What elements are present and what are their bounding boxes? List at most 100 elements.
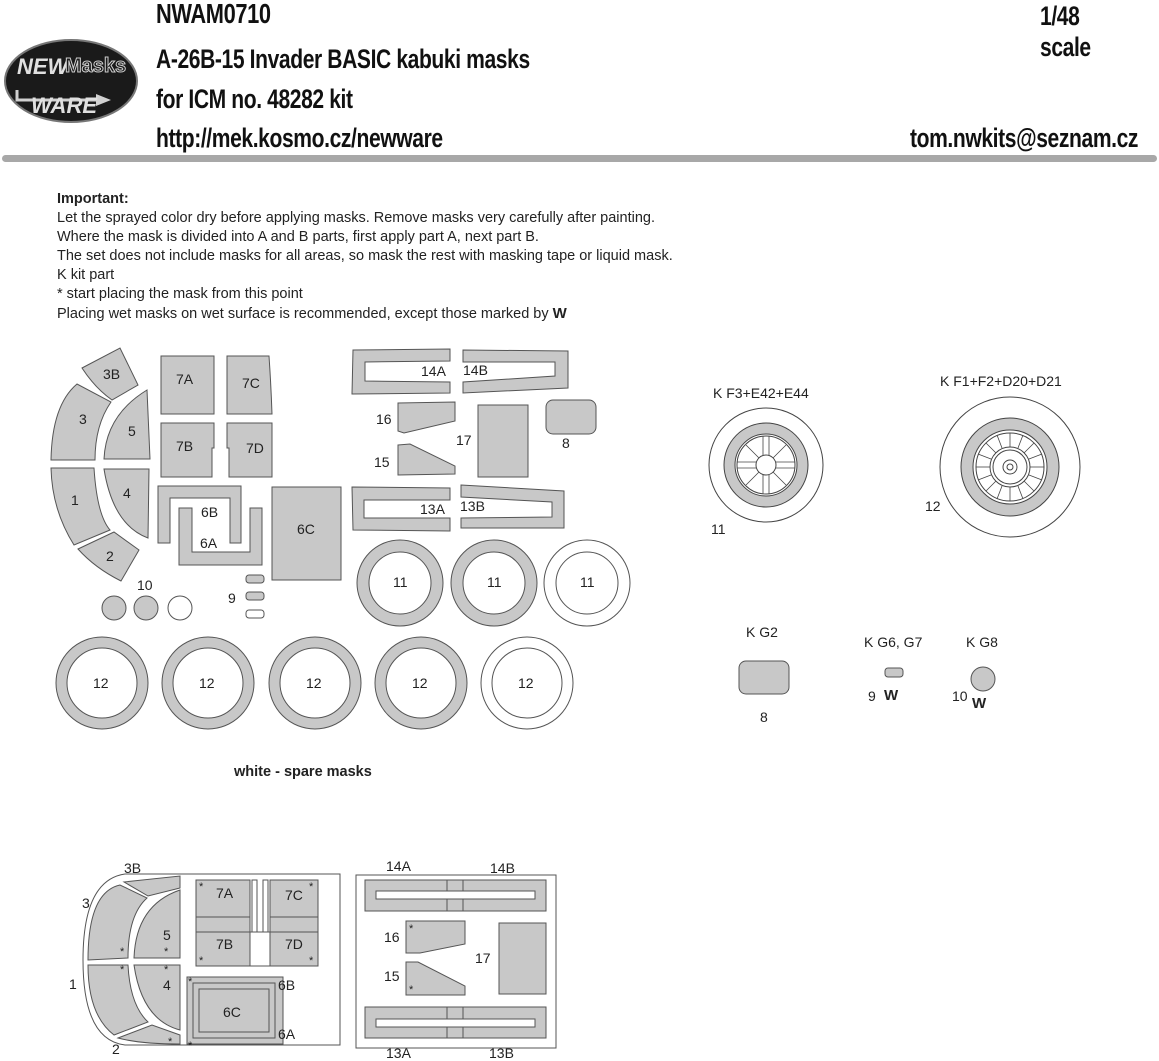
start-point-star: * xyxy=(188,1040,193,1052)
label-11: 11 xyxy=(580,574,595,590)
wet-mark-icon: W xyxy=(552,305,567,322)
label-7d: 7D xyxy=(246,440,264,456)
label-12: 12 xyxy=(518,675,534,691)
wet-mark-icon: W xyxy=(972,695,986,712)
label-9: 9 xyxy=(228,590,236,606)
start-point-star: * xyxy=(309,955,314,967)
label-17: 17 xyxy=(456,432,472,448)
place-label-3: 3 xyxy=(82,895,90,911)
kit-g8-mask xyxy=(970,666,996,692)
place-label-17: 17 xyxy=(475,950,491,966)
wheel-11-diagram xyxy=(708,407,824,523)
place-label-13b: 13B xyxy=(489,1045,514,1061)
mask-4 xyxy=(103,468,150,539)
mask-9-spare xyxy=(245,609,265,619)
place-label-6a: 6A xyxy=(278,1026,296,1042)
label-13a: 13A xyxy=(420,501,445,517)
instruction-line: Placing wet masks on wet surface is reco… xyxy=(57,304,673,324)
place-label-4: 4 xyxy=(163,977,171,993)
label-10: 10 xyxy=(137,577,153,593)
mask-10 xyxy=(101,595,127,621)
mask-6a xyxy=(178,507,263,566)
label-14a: 14A xyxy=(421,363,446,379)
label-12: 12 xyxy=(199,675,215,691)
instruction-line: Where the mask is divided into A and B p… xyxy=(57,229,539,245)
place-label-7b: 7B xyxy=(216,936,234,952)
label-6a: 6A xyxy=(200,535,218,551)
mask-15 xyxy=(397,443,456,476)
label-14b: 14B xyxy=(463,362,488,378)
label-6c: 6C xyxy=(297,521,315,537)
place-label-2: 2 xyxy=(112,1041,120,1057)
label-7a: 7A xyxy=(176,371,194,387)
mask-14b xyxy=(462,349,569,394)
label-7c: 7C xyxy=(242,375,260,391)
label-16: 16 xyxy=(376,411,392,427)
g2-number: 8 xyxy=(760,709,768,725)
kit-g2-mask xyxy=(738,660,790,695)
place-label-14a: 14A xyxy=(386,858,411,874)
start-point-star: * xyxy=(188,976,193,988)
mask-2 xyxy=(77,531,140,582)
start-point-star: * xyxy=(199,955,204,967)
email-link[interactable]: tom.nwkits@seznam.cz xyxy=(910,123,1139,153)
mask-7c xyxy=(226,355,273,415)
instruction-line: The set does not include masks for all a… xyxy=(57,248,673,264)
instruction-text: Placing wet masks on wet surface is reco… xyxy=(57,306,553,322)
kit-ref-wheel-12: K F1+F2+D20+D21 xyxy=(940,373,1062,389)
mask-9 xyxy=(245,574,265,584)
placement-canopy-diagram xyxy=(82,873,341,1046)
label-7b: 7B xyxy=(176,438,194,454)
place-label-6c: 6C xyxy=(223,1004,241,1020)
place-label-3b: 3B xyxy=(124,860,142,876)
mask-6c xyxy=(271,486,342,581)
mask-7b xyxy=(160,422,215,478)
kit-info: for ICM no. 48282 kit xyxy=(156,84,353,114)
g6-g7-number: 9 xyxy=(868,688,876,704)
scale-label: 1/48 scale xyxy=(1040,1,1091,62)
mask-10-spare xyxy=(167,595,193,621)
start-point-star: * xyxy=(120,964,125,976)
website-link[interactable]: http://mek.kosmo.cz/newware xyxy=(156,123,443,153)
mask-14a xyxy=(351,348,451,395)
mask-5 xyxy=(103,389,151,460)
place-label-14b: 14B xyxy=(490,860,515,876)
wheel-11-number: 11 xyxy=(711,521,726,537)
spare-masks-note: white - spare masks xyxy=(234,764,372,780)
mask-6b xyxy=(157,485,242,544)
mask-10 xyxy=(133,595,159,621)
kit-ref-g6-g7: K G6, G7 xyxy=(864,634,923,650)
kit-ref-g2: K G2 xyxy=(746,624,778,640)
placement-windows-diagram xyxy=(355,874,557,1049)
place-label-7a: 7A xyxy=(216,885,234,901)
mask-3b xyxy=(81,347,139,401)
kit-ref-g8: K G8 xyxy=(966,634,998,650)
mask-17 xyxy=(477,404,529,478)
label-6b: 6B xyxy=(201,504,219,520)
place-label-6b: 6B xyxy=(278,977,296,993)
start-point-star: * xyxy=(309,881,314,893)
kit-g6g7-mask xyxy=(884,667,904,678)
instruction-line: Let the sprayed color dry before applyin… xyxy=(57,210,655,226)
logo-masks: Masks xyxy=(64,55,127,78)
instruction-line: K kit part xyxy=(57,267,115,283)
mask-8 xyxy=(545,399,597,435)
header-divider xyxy=(2,155,1157,162)
product-title: A-26B-15 Invader BASIC kabuki masks xyxy=(156,44,530,74)
mask-1 xyxy=(50,467,111,546)
label-11: 11 xyxy=(487,574,502,590)
start-point-star: * xyxy=(168,1036,173,1048)
label-4: 4 xyxy=(123,485,131,501)
instruction-line: * start placing the mask from this point xyxy=(57,286,303,302)
start-point-star: * xyxy=(199,881,204,893)
label-12: 12 xyxy=(306,675,322,691)
mask-13b xyxy=(460,484,565,529)
logo-new: NEW xyxy=(17,54,69,79)
label-12: 12 xyxy=(412,675,428,691)
place-label-7c: 7C xyxy=(285,887,303,903)
label-5: 5 xyxy=(128,423,136,439)
mask-7d xyxy=(226,422,273,478)
logo-ware: WARE xyxy=(31,93,97,118)
mask-3 xyxy=(50,383,112,461)
